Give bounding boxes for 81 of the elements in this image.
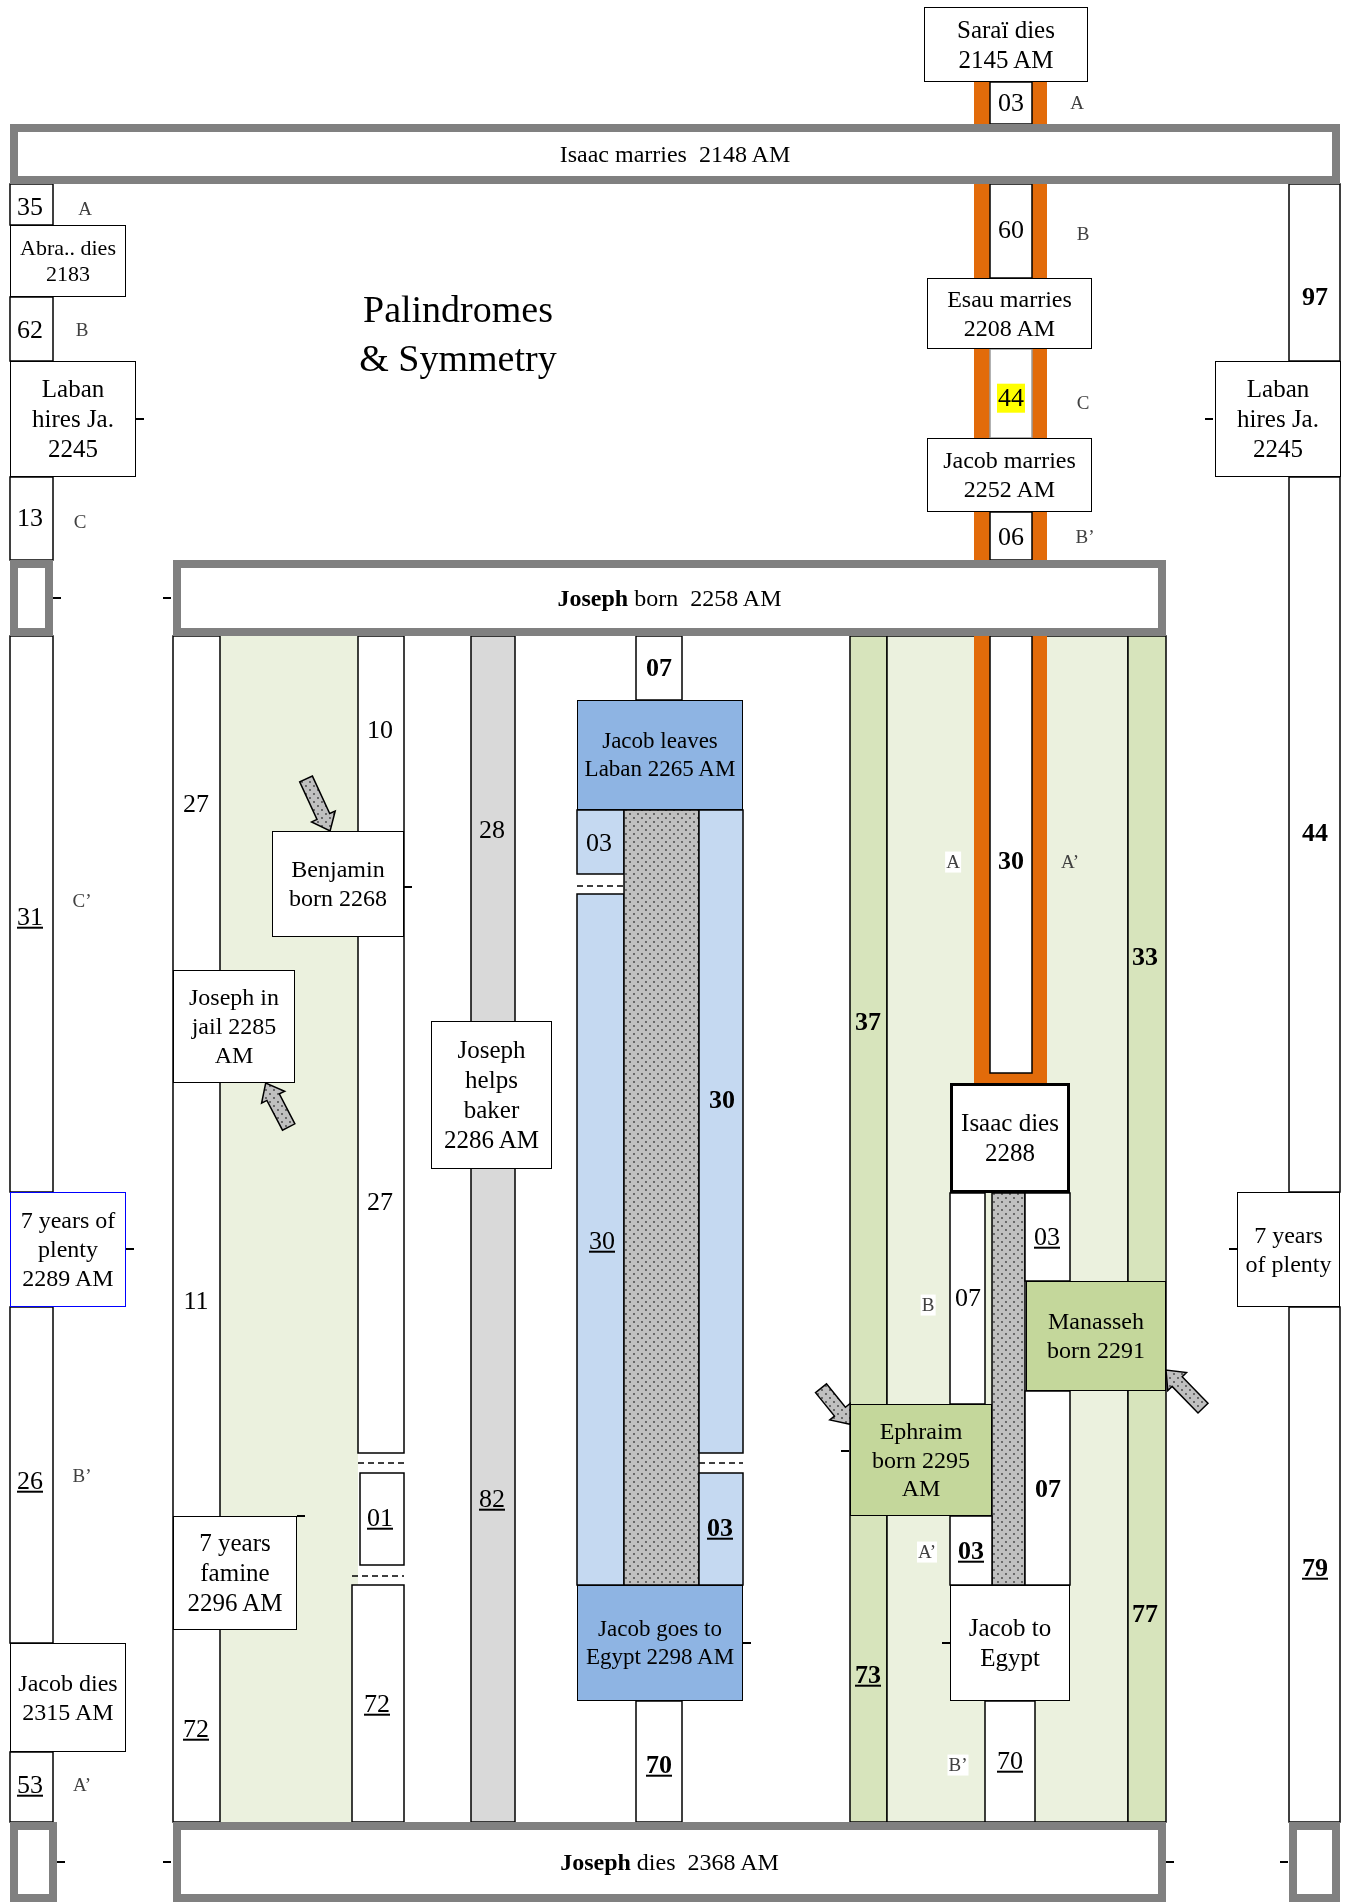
symmetry-letter: B	[1076, 223, 1090, 245]
event-box: Isaac dies 2288	[950, 1083, 1070, 1193]
duration-number: 03	[1034, 1222, 1060, 1252]
duration-number: 27	[183, 789, 209, 819]
duration-number: 06	[998, 522, 1024, 552]
event-box: 7 years of plenty 2289 AM	[10, 1192, 126, 1307]
duration-number: 70	[646, 1750, 672, 1780]
duration-number: 01	[367, 1503, 393, 1533]
event-box: 7 years of plenty	[1237, 1192, 1340, 1307]
duration-number: 60	[998, 215, 1024, 245]
event-box: 7 years famine 2296 AM	[173, 1516, 297, 1630]
symmetry-letter: A	[1070, 92, 1084, 114]
symmetry-letter: C	[1076, 392, 1090, 414]
duration-number: 33	[1132, 942, 1158, 972]
event-box: Joseph helps baker 2286 AM	[431, 1021, 552, 1169]
diagram-title: Palindromes & Symmetry	[358, 287, 558, 382]
duration-number: 72	[364, 1689, 390, 1719]
pointer-arrow	[260, 1081, 296, 1132]
symmetry-letter: A’	[73, 1774, 91, 1796]
event-box: Laban hires Ja. 2245	[1215, 361, 1341, 477]
event-box: Jacob leaves Laban 2265 AM	[577, 700, 743, 810]
symmetry-letter: C’	[72, 890, 92, 912]
event-box: Esau marries 2208 AM	[927, 278, 1092, 349]
duration-number: 03	[998, 88, 1024, 118]
duration-number: 79	[1302, 1553, 1328, 1583]
duration-number: 35	[17, 192, 43, 222]
duration-number: 07	[1035, 1474, 1061, 1504]
pointer-arrow	[298, 775, 337, 833]
event-box: Laban hires Ja. 2245	[10, 361, 136, 477]
event-box: Manasseh born 2291	[1026, 1281, 1166, 1391]
event-box: Saraï dies 2145 AM	[924, 7, 1088, 82]
duration-number: 73	[855, 1660, 881, 1690]
event-box: Jacob to Egypt	[950, 1585, 1070, 1701]
pointer-arrow	[814, 1382, 851, 1426]
duration-number: 44	[1302, 818, 1328, 848]
duration-number: 77	[1132, 1599, 1158, 1629]
event-box: Abra.. dies 2183	[10, 225, 126, 297]
duration-number: 07	[955, 1283, 981, 1313]
empty-box	[10, 1822, 57, 1902]
symmetry-letter: B	[75, 319, 89, 341]
duration-number: 62	[17, 315, 43, 345]
symmetry-letter: B’	[1075, 526, 1095, 548]
duration-number: 03	[586, 828, 612, 858]
symmetry-letter: A’	[917, 1541, 937, 1563]
duration-number: 07	[646, 653, 672, 683]
duration-number: 26	[17, 1466, 43, 1496]
duration-number: 10	[367, 715, 393, 745]
duration-number: 30	[589, 1226, 615, 1256]
event-box: Benjamin born 2268	[272, 831, 404, 937]
symmetry-letter: B’	[947, 1754, 969, 1776]
event-band: Joseph dies 2368 AM	[173, 1822, 1166, 1902]
symmetry-letter: A’	[1061, 851, 1079, 873]
duration-number: 31	[17, 902, 43, 932]
duration-number: 72	[183, 1714, 209, 1744]
duration-number: 82	[479, 1484, 505, 1514]
duration-number: 30	[998, 846, 1024, 876]
duration-number: 13	[17, 503, 43, 533]
event-box: Jacob marries 2252 AM	[927, 438, 1092, 512]
symmetry-letter: B	[920, 1294, 936, 1316]
duration-number: 97	[1302, 282, 1328, 312]
event-box: Ephraim born 2295 AM	[850, 1404, 992, 1516]
event-band: Isaac marries 2148 AM	[10, 124, 1340, 184]
duration-number: 11	[183, 1286, 209, 1316]
event-box: Jacob dies 2315 AM	[10, 1643, 126, 1752]
duration-number: 37	[855, 1007, 881, 1037]
pointer-arrow	[1165, 1369, 1210, 1415]
event-box: Jacob goes to Egypt 2298 AM	[577, 1585, 743, 1701]
duration-number: 70	[997, 1746, 1023, 1776]
symmetry-letter: C	[73, 511, 87, 533]
duration-number: 30	[709, 1085, 735, 1115]
duration-number: 27	[367, 1187, 393, 1217]
duration-number: 03	[958, 1536, 984, 1566]
event-box: Joseph in jail 2285 AM	[173, 970, 295, 1083]
duration-number: 28	[479, 815, 505, 845]
event-band: Joseph born 2258 AM	[173, 560, 1166, 636]
duration-number: 03	[707, 1513, 733, 1543]
duration-number: 44	[997, 383, 1025, 413]
symmetry-letter: A	[945, 851, 961, 873]
symmetry-letter: B’	[72, 1465, 92, 1487]
symmetry-letter: A	[78, 198, 92, 220]
duration-number: 53	[17, 1770, 43, 1800]
